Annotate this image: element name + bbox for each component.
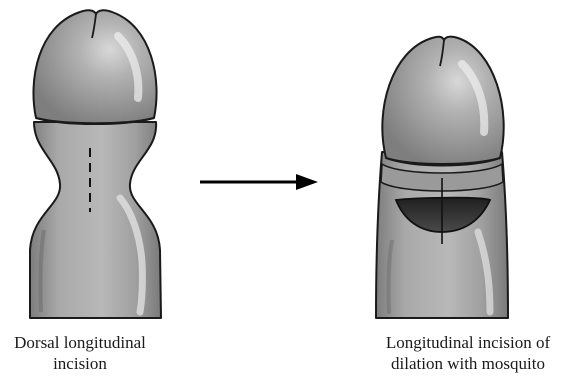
right-illustration	[376, 37, 508, 318]
progression-arrow	[200, 174, 318, 190]
left-illustration	[30, 10, 161, 318]
right-caption: Longitudinal incision of dilation with m…	[338, 332, 580, 374]
left-caption-line1: Dorsal longitudinal	[0, 332, 180, 353]
left-caption: Dorsal longitudinal incision	[0, 332, 180, 374]
right-caption-line2: dilation with mosquito	[338, 353, 580, 374]
left-caption-line2: incision	[0, 353, 180, 374]
right-caption-line1: Longitudinal incision of	[338, 332, 580, 353]
